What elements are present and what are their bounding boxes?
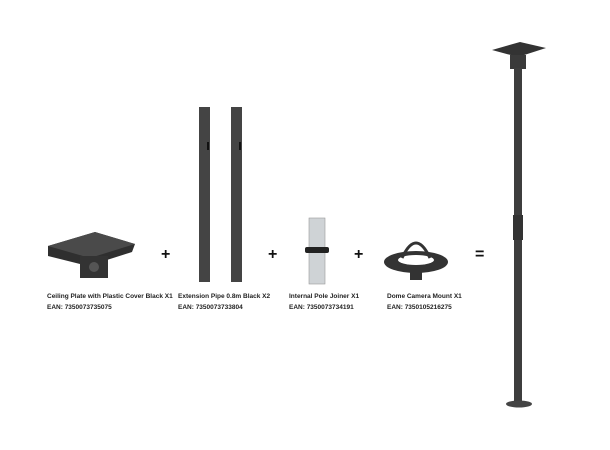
item-name: Dome Camera Mount X1 xyxy=(387,293,462,300)
dome-mount-image xyxy=(384,241,448,280)
item-name: Ceiling Plate with Plastic Cover Black X… xyxy=(47,293,173,300)
item-ean: EAN: 7350073734191 xyxy=(289,304,354,311)
item-caption-ceiling-plate: Ceiling Plate with Plastic Cover Black X… xyxy=(47,291,173,313)
item-caption-pole-joiner: Internal Pole Joiner X1 EAN: 735007373419… xyxy=(289,291,359,313)
item-caption-dome-mount: Dome Camera Mount X1 EAN: 7350105216275 xyxy=(387,291,462,313)
extension-pipes-image xyxy=(199,107,242,282)
plus-symbol: + xyxy=(354,246,364,263)
assembled-pole-image xyxy=(492,42,546,408)
item-ean: EAN: 7350073733804 xyxy=(178,304,243,311)
pole-joiner-image xyxy=(305,217,329,285)
ceiling-plate-image xyxy=(48,232,135,278)
equals-symbol: = xyxy=(475,246,485,263)
item-ean: EAN: 7350073735075 xyxy=(47,304,112,311)
item-name: Extension Pipe 0.8m Black X2 xyxy=(178,293,271,300)
item-ean: EAN: 7350105216275 xyxy=(387,304,452,311)
plus-symbol: + xyxy=(161,246,171,263)
item-name: Internal Pole Joiner X1 xyxy=(289,293,360,300)
item-caption-extension-pipe: Extension Pipe 0.8m Black X2 EAN: 7350073… xyxy=(178,291,270,313)
plus-symbol: + xyxy=(268,246,278,263)
